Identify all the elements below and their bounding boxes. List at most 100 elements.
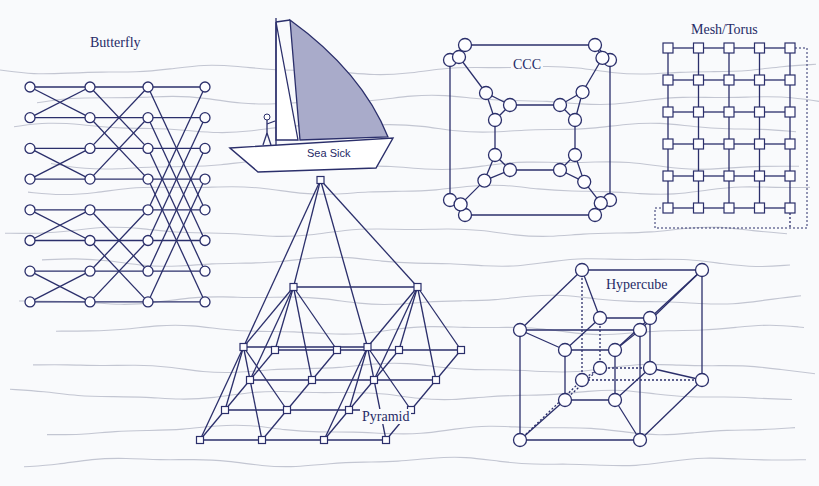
processor-node: [85, 82, 95, 92]
processor-node: [143, 236, 153, 246]
water-line: [24, 457, 806, 467]
processor-node: [694, 107, 704, 117]
figure-arm: [267, 121, 275, 124]
processor-node: [200, 113, 210, 123]
link-line: [90, 118, 148, 179]
processor-node: [364, 344, 371, 351]
processor-node: [284, 407, 291, 414]
hypercube-network: [514, 264, 709, 447]
link-line: [600, 367, 650, 368]
link-line: [30, 209, 90, 210]
link-line: [250, 287, 294, 380]
water-lines: [0, 64, 819, 467]
link-line: [148, 179, 205, 302]
figure-leg: [267, 133, 271, 145]
link-line: [374, 379, 436, 380]
link-line: [244, 180, 321, 347]
processor-node: [785, 171, 795, 181]
processor-node: [25, 205, 35, 215]
water-line: [33, 363, 815, 374]
processor-node: [414, 284, 421, 291]
processor-node: [259, 437, 266, 444]
link-line: [287, 380, 312, 410]
mesh-torus-network: [655, 43, 807, 228]
processor-node: [222, 407, 229, 414]
link-line: [200, 347, 244, 440]
processor-node: [371, 377, 378, 384]
link-line: [324, 347, 368, 440]
link-line: [30, 301, 90, 302]
processor-node: [644, 312, 657, 325]
link-line: [148, 117, 205, 118]
processor-node: [85, 205, 95, 215]
link-line: [581, 270, 582, 380]
processor-node: [594, 312, 607, 325]
link-line: [368, 287, 418, 347]
link-line: [148, 118, 205, 241]
processor-node: [453, 51, 466, 64]
processor-node: [200, 82, 210, 92]
processor-node: [25, 82, 35, 92]
link-line: [30, 178, 90, 179]
processor-node: [589, 39, 602, 52]
link-line: [294, 287, 338, 350]
processor-node: [309, 377, 316, 384]
link-line: [520, 380, 582, 440]
processor-node: [272, 347, 279, 354]
link-line: [399, 287, 418, 350]
processor-node: [724, 43, 734, 53]
processor-node: [514, 324, 527, 337]
link-line: [148, 148, 205, 271]
link-line: [312, 379, 374, 380]
link-line: [30, 117, 90, 118]
processor-node: [663, 107, 673, 117]
link-line: [701, 270, 702, 380]
link-line: [90, 241, 148, 302]
stick-figure: [263, 114, 275, 145]
processor-node: [85, 236, 95, 246]
processor-node: [25, 297, 35, 307]
link-line: [649, 318, 650, 368]
link-line: [609, 60, 610, 200]
processor-node: [569, 149, 582, 162]
processor-node: [321, 437, 328, 444]
processor-node: [694, 43, 704, 53]
processor-node: [85, 143, 95, 153]
processor-node: [663, 203, 673, 213]
processor-node: [785, 139, 795, 149]
processor-node: [143, 205, 153, 215]
processor-node: [724, 75, 734, 85]
processor-node: [489, 149, 502, 162]
processor-node: [489, 114, 502, 127]
processor-node: [200, 297, 210, 307]
link-line: [148, 301, 205, 302]
link-line: [90, 86, 148, 87]
link-line: [374, 287, 418, 380]
processor-node: [755, 43, 765, 53]
processor-node: [663, 43, 673, 53]
processor-node: [755, 75, 765, 85]
link-line: [30, 271, 90, 302]
processor-node: [383, 437, 390, 444]
processor-node: [576, 264, 589, 277]
link-line: [650, 368, 702, 380]
processor-node: [554, 164, 567, 177]
processor-node: [25, 174, 35, 184]
link-line: [30, 86, 90, 87]
processor-node: [694, 171, 704, 181]
link-line: [200, 439, 262, 440]
link-line: [520, 330, 565, 350]
link-line: [30, 240, 90, 241]
processor-node: [458, 347, 465, 354]
processor-node: [663, 171, 673, 181]
link-line: [582, 269, 702, 270]
link-line: [148, 271, 205, 272]
processor-node: [454, 198, 467, 211]
processor-node: [25, 266, 35, 276]
processor-node: [25, 236, 35, 246]
link-line: [324, 439, 386, 440]
processor-node: [594, 197, 607, 210]
network-label: Hypercube: [604, 277, 669, 292]
processor-node: [85, 266, 95, 276]
link-line: [411, 380, 436, 410]
